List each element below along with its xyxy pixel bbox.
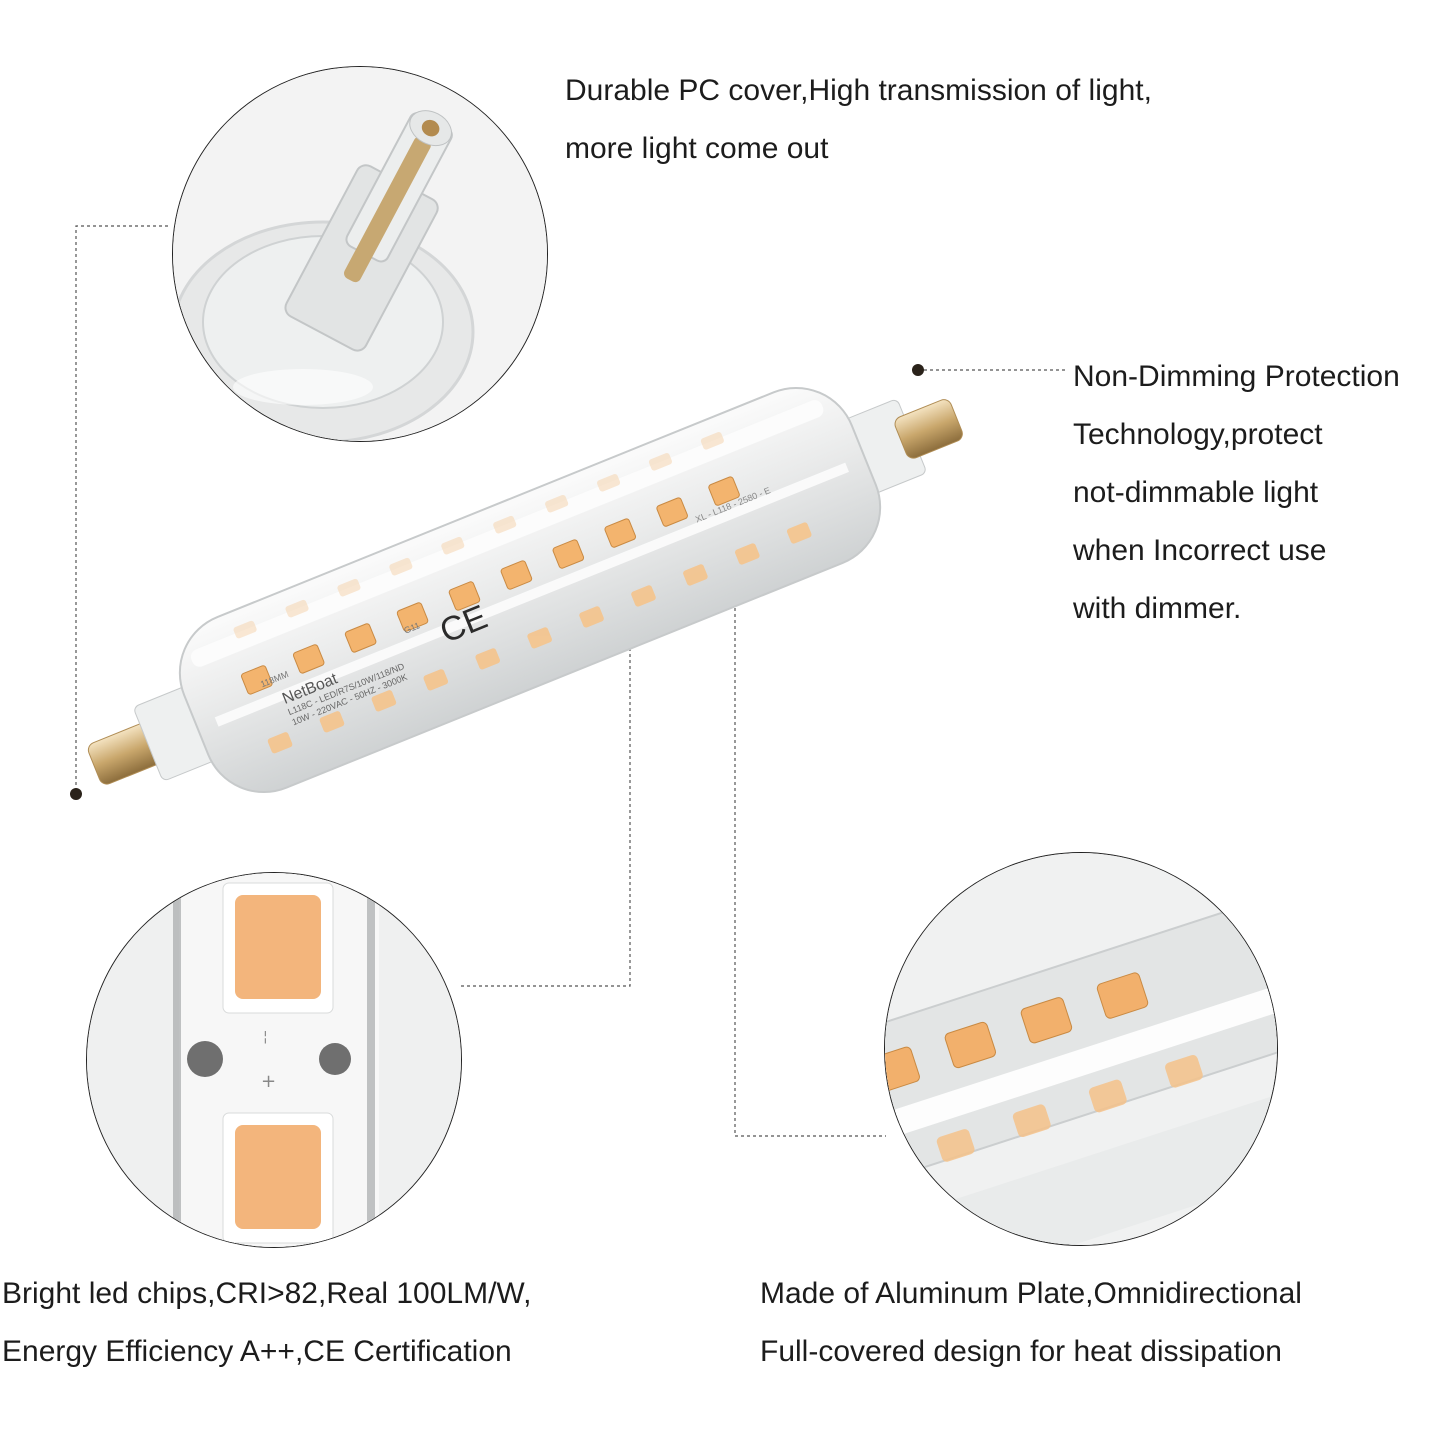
led-chip-closeup: ¦ + (87, 873, 461, 1247)
callout-dot (912, 364, 924, 376)
caption-line: Bright led chips,CRI>82,Real 100LM/W, (2, 1277, 532, 1310)
led-bulb-image: NetBoat 118MM G11 L118C - LED/R7S/10W/11… (87, 386, 963, 794)
caption-aluminum-plate: Made of Aluminum Plate,Omnidirectional F… (760, 1265, 1302, 1381)
zoom-circle-aluminum-plate (884, 852, 1278, 1246)
zoom-circle-led-chips: ¦ + (86, 872, 462, 1248)
caption-line: Durable PC cover,High transmission of li… (565, 74, 1152, 107)
end-cap-closeup (173, 67, 547, 441)
caption-non-dimming: Non-Dimming Protection Technology,protec… (1073, 348, 1400, 638)
caption-pc-cover: Durable PC cover,High transmission of li… (565, 62, 1152, 178)
caption-line: with dimmer. (1073, 592, 1242, 625)
zoom-circle-end-cap (172, 66, 548, 442)
caption-line: Made of Aluminum Plate,Omnidirectional (760, 1277, 1302, 1310)
svg-text:+: + (261, 1071, 276, 1092)
aluminum-plate-closeup (885, 853, 1277, 1245)
svg-text:¦: ¦ (263, 1029, 268, 1045)
caption-led-chips: Bright led chips,CRI>82,Real 100LM/W, En… (2, 1265, 531, 1381)
caption-line: more light come out (565, 132, 829, 165)
caption-line: not-dimmable light (1073, 476, 1319, 509)
caption-line: Non-Dimming Protection (1073, 360, 1400, 393)
caption-line: Full-covered design for heat dissipation (760, 1335, 1282, 1368)
caption-line: Technology,protect (1073, 418, 1323, 451)
caption-line: Energy Efficiency A++,CE Certification (2, 1335, 512, 1368)
caption-line: when Incorrect use (1073, 534, 1327, 567)
callout-dot (70, 788, 82, 800)
